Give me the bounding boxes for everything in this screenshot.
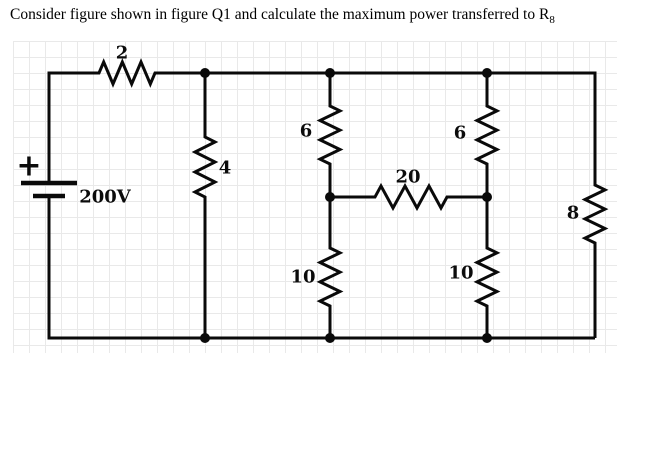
junction-dot [200, 68, 210, 78]
resistor-2-label: 2 [115, 42, 129, 64]
question-title-subscript: 8 [549, 14, 555, 27]
resistor-6-right-label: 6 [453, 122, 467, 144]
wire-outer-with-resistor-2-and-8 [47, 58, 609, 338]
junction-dot [482, 192, 492, 202]
junction-dot [482, 333, 492, 343]
resistor-10-right-label: 10 [448, 262, 474, 284]
resistor-10-left-label: 10 [290, 266, 316, 288]
junction-dot [325, 333, 335, 343]
voltage-source-label: 200V [79, 186, 131, 208]
branch-resistor-4 [191, 73, 219, 338]
graph-paper-background [13, 41, 617, 353]
resistor-20-label: 20 [395, 166, 421, 188]
branch-resistor-6-10-left [316, 73, 344, 338]
wire-middle-with-resistor-20 [330, 182, 487, 212]
question-title: Consider figure shown in figure Q1 and c… [10, 6, 555, 27]
junction-dot [200, 333, 210, 343]
resistor-4-label: 4 [218, 157, 232, 179]
junction-dot [325, 192, 335, 202]
junction-dot [482, 68, 492, 78]
junction-dot [325, 68, 335, 78]
battery-plus-sign: + [16, 148, 42, 184]
question-title-text: Consider figure shown in figure Q1 and c… [10, 6, 550, 23]
branch-resistor-6-10-right [473, 73, 501, 338]
wire-bottom [47, 196, 595, 340]
resistor-8-label: 8 [566, 202, 580, 224]
resistor-6-left-label: 6 [299, 120, 313, 142]
